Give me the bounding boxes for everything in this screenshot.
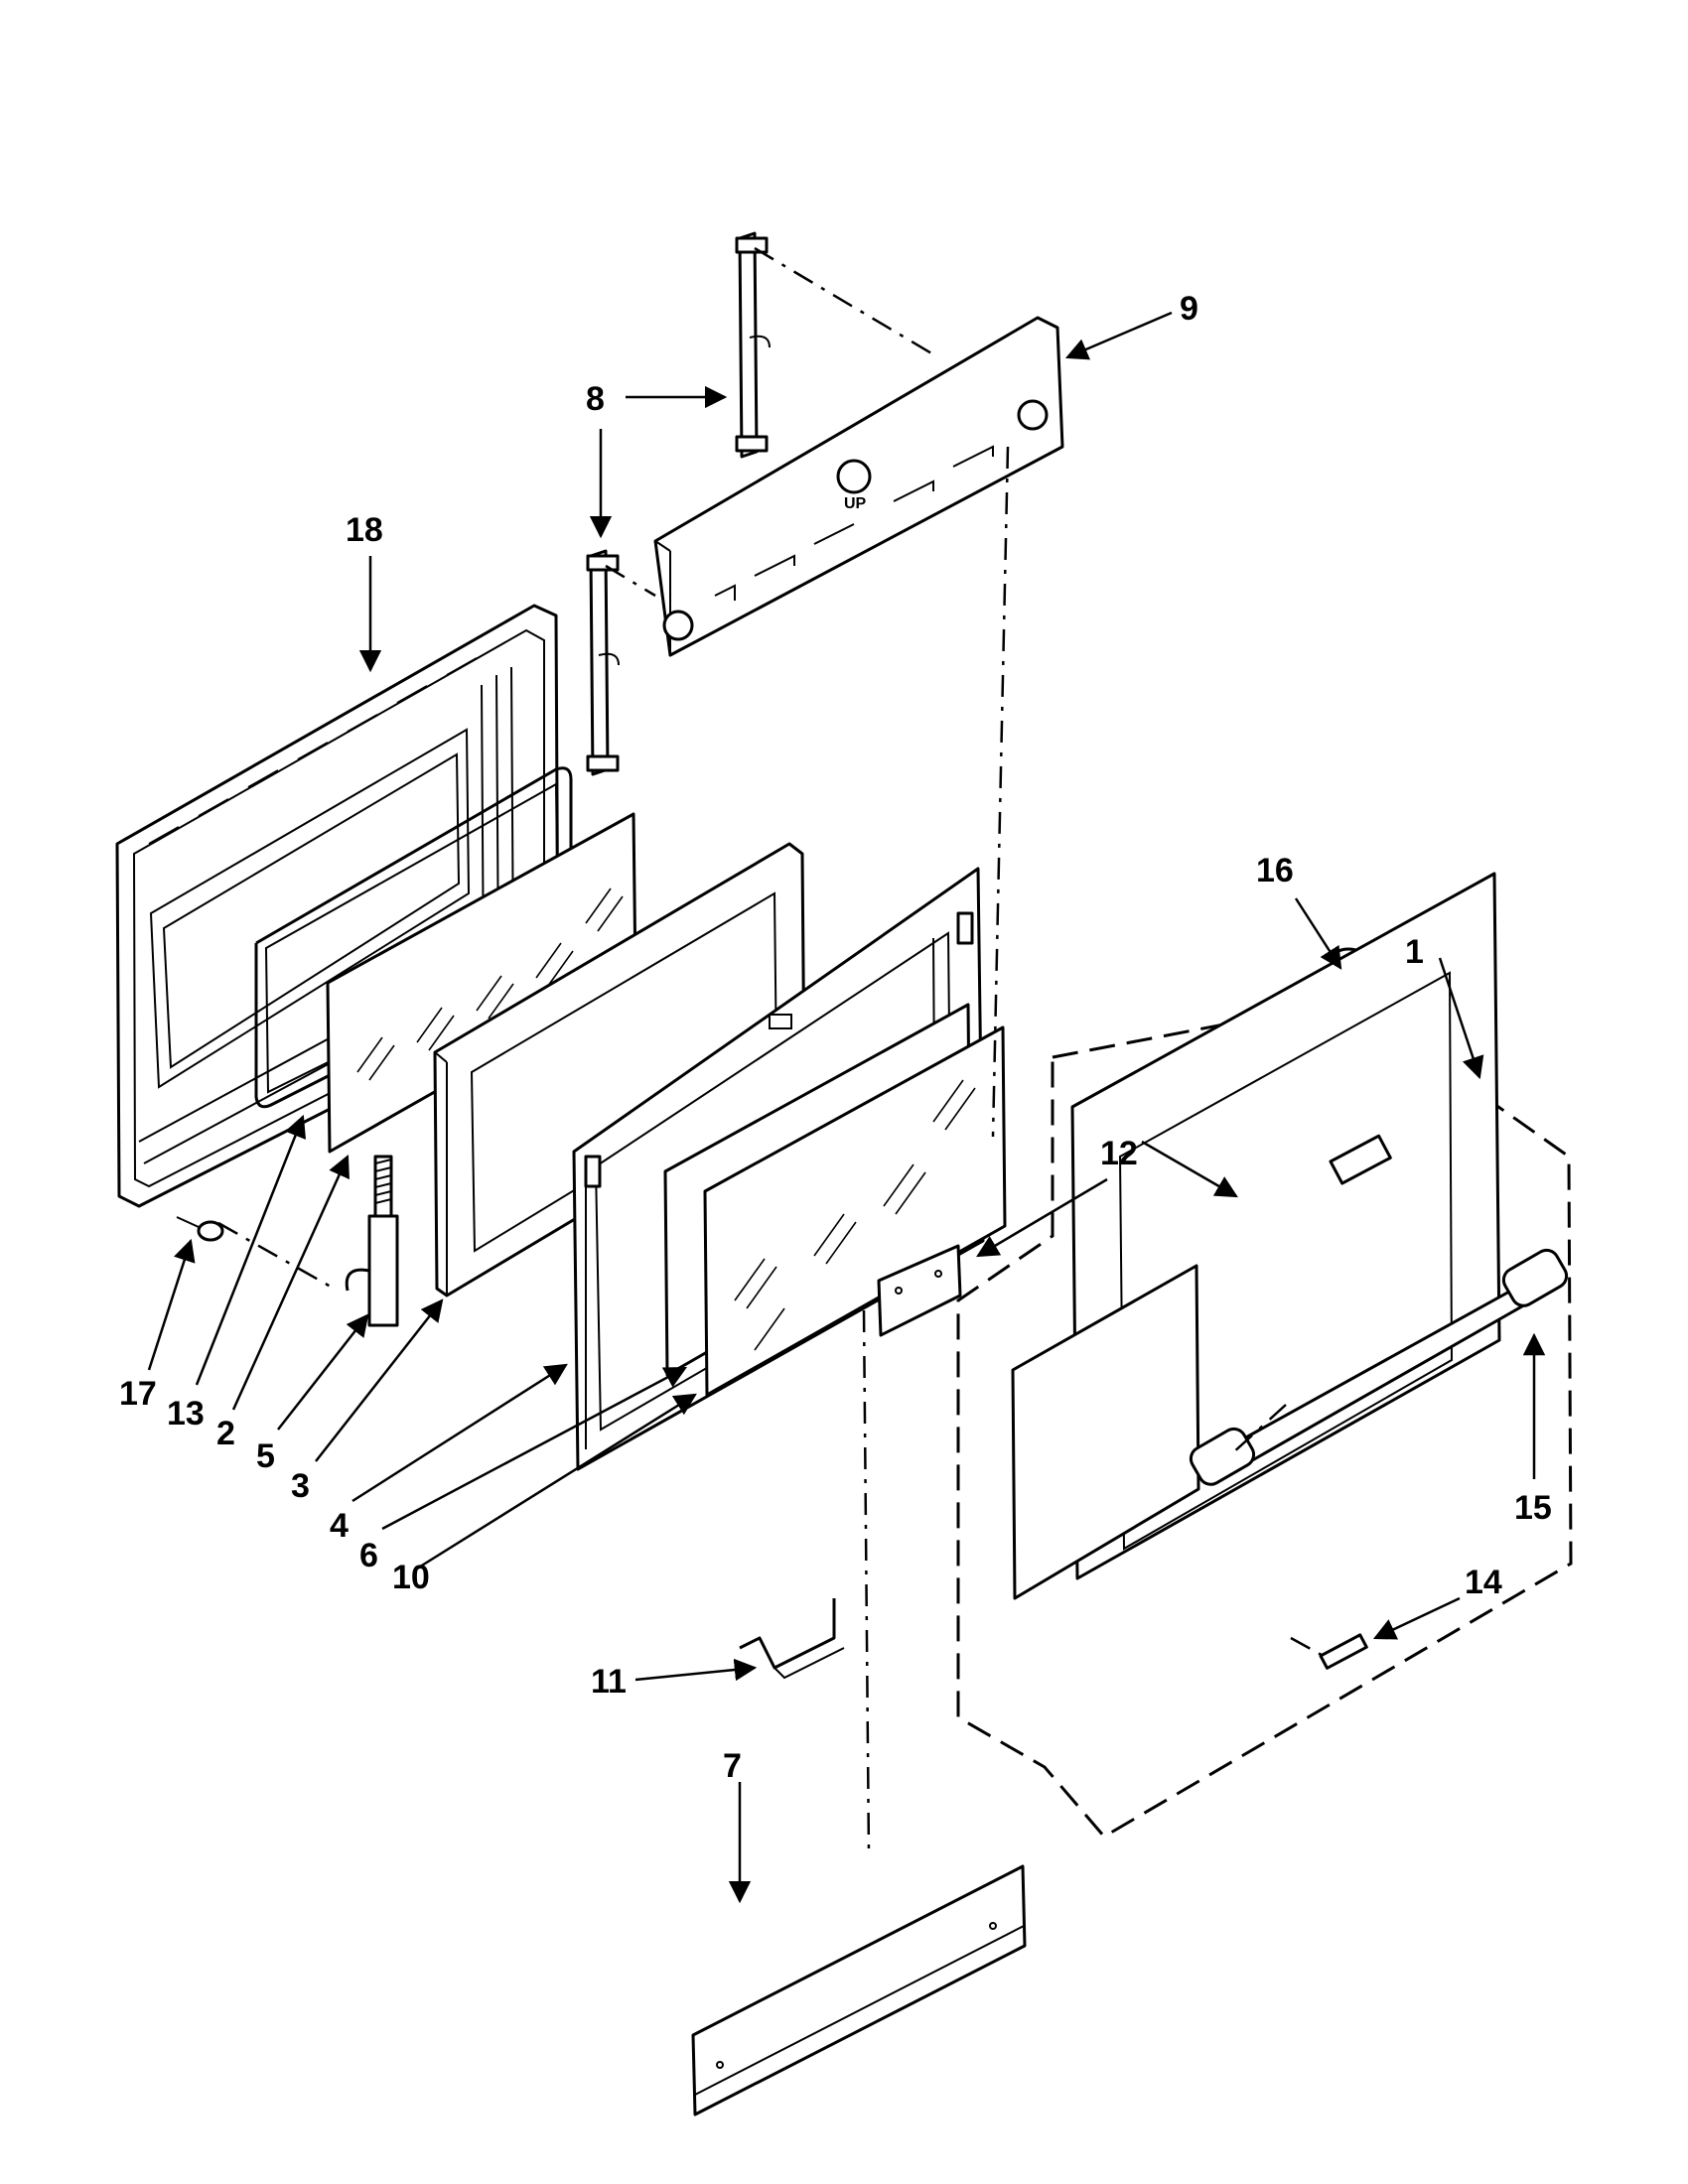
callout-16: 16 [1256,852,1294,889]
callout-13: 13 [167,1395,205,1433]
door-badge [1319,1633,1368,1670]
callout-15: 15 [1514,1489,1552,1527]
door-hinge [345,1155,399,1327]
callout-9: 9 [1180,290,1198,328]
callout-8: 8 [586,380,605,418]
callout-11: 11 [591,1663,627,1701]
outer-door-assembly [956,872,1573,1839]
door-top-trim: UP [653,316,1064,657]
callout-2: 2 [216,1415,235,1452]
assembly-lines [217,246,1332,1857]
callout-17: 17 [119,1375,157,1413]
door-channel-left [586,549,620,776]
callout-6: 6 [359,1537,378,1574]
callout-12: 12 [1100,1135,1138,1172]
hinge-receiver-left [877,1244,962,1337]
callout-4: 4 [330,1507,349,1545]
callout-18: 18 [346,511,383,549]
callout-3: 3 [291,1467,310,1505]
callout-7: 7 [723,1747,742,1785]
up-stamp: UP [844,495,867,512]
callout-labels: 1 2 3 4 5 6 7 8 9 10 11 12 13 14 15 16 1… [119,290,1552,1785]
leader-lines [147,311,1546,1904]
callout-10: 10 [392,1559,430,1596]
door-handle [1189,1248,1569,1486]
door-channel-right [735,231,771,459]
callout-14: 14 [1465,1564,1502,1601]
callout-5: 5 [256,1437,275,1475]
callout-1: 1 [1405,933,1424,971]
outer-glass-panel [703,1025,1007,1397]
door-screw [176,1216,224,1242]
latch-bracket [739,1598,845,1680]
door-bottom-trim [691,1864,1027,2116]
